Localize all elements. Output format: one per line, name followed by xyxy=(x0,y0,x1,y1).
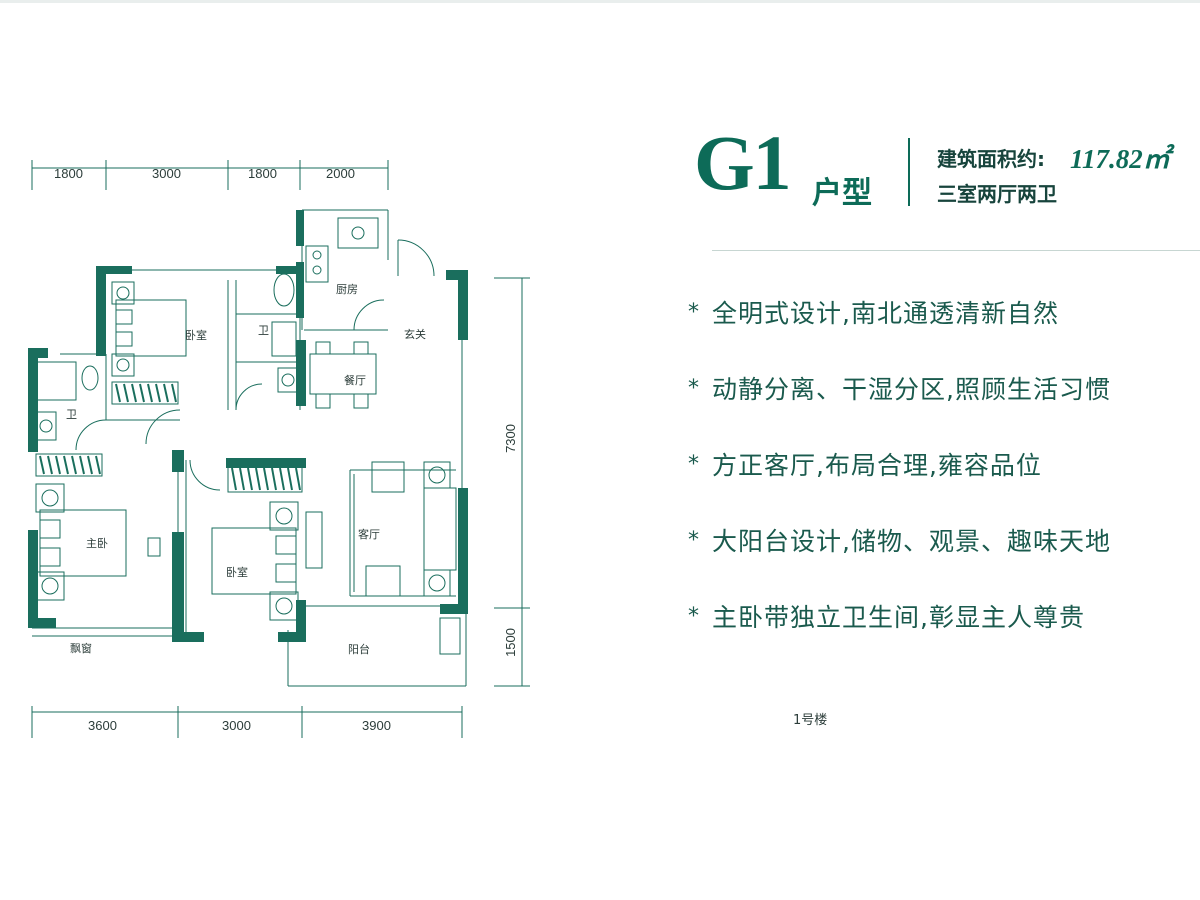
feature-list: * 全明式设计,南北通透清新自然 * 动静分离、干湿分区,照顾生活习惯 * 方正客厅,… xyxy=(688,286,1111,666)
feature-text: 主卧带独立卫生间,彰显主人尊贵 xyxy=(712,603,1085,632)
room-label-living: 客厅 xyxy=(358,528,380,541)
room-label-balcony: 阳台 xyxy=(348,643,370,656)
feature-item: * 动静分离、干湿分区,照顾生活习惯 xyxy=(688,362,1111,414)
room-label-bath-west: 卫 xyxy=(66,408,77,421)
dim-top-3: 1800 xyxy=(248,166,277,181)
feature-text: 大阳台设计,储物、观景、趣味天地 xyxy=(712,527,1111,556)
layout-label: 三室两厅两卫 xyxy=(937,182,1057,206)
feature-item: * 大阳台设计,储物、观景、趣味天地 xyxy=(688,514,1111,566)
unit-type-suffix: 户型 xyxy=(812,176,872,211)
feature-text: 全明式设计,南北通透清新自然 xyxy=(712,299,1059,328)
feature-item: * 主卧带独立卫生间,彰显主人尊贵 xyxy=(688,590,1111,642)
unit-code: G1 xyxy=(694,119,792,206)
dim-top-2: 3000 xyxy=(152,166,181,181)
feature-text: 方正客厅,布局合理,雍容品位 xyxy=(712,451,1042,480)
room-label-master-bedroom: 主卧 xyxy=(86,537,108,550)
dim-right-2: 1500 xyxy=(503,628,518,657)
feature-text: 动静分离、干湿分区,照顾生活习惯 xyxy=(712,375,1111,404)
bullet: * xyxy=(688,299,699,325)
bullet: * xyxy=(688,527,699,553)
room-label-bedroom-south: 卧室 xyxy=(226,566,248,579)
dim-top-1: 1800 xyxy=(54,166,83,181)
room-label-bath-north: 卫 xyxy=(258,324,269,337)
room-label-bedroom-north: 卧室 xyxy=(185,329,207,342)
room-label-bay-window: 飘窗 xyxy=(70,642,92,655)
top-border xyxy=(0,0,1200,3)
floor-plan: 1800 3000 1800 2000 3600 3000 3900 7300 … xyxy=(28,160,530,738)
area-label: 建筑面积约: xyxy=(937,147,1045,171)
room-label-entry: 玄关 xyxy=(404,328,426,341)
area-value: 117.82㎡ xyxy=(1070,144,1170,174)
bullet: * xyxy=(688,451,699,477)
dim-bottom-2: 3000 xyxy=(222,718,251,733)
bullet: * xyxy=(688,375,699,401)
feature-item: * 方正客厅,布局合理,雍容品位 xyxy=(688,438,1111,490)
dim-right-1: 7300 xyxy=(503,424,518,453)
dim-top-4: 2000 xyxy=(326,166,355,181)
building-label: 1号楼 xyxy=(793,713,828,728)
dim-bottom-1: 3600 xyxy=(88,718,117,733)
room-label-kitchen: 厨房 xyxy=(336,283,358,296)
floor-plan-drawing xyxy=(28,160,530,738)
title-separator xyxy=(908,138,910,206)
feature-item: * 全明式设计,南北通透清新自然 xyxy=(688,286,1111,338)
room-label-dining: 餐厅 xyxy=(344,374,366,387)
divider xyxy=(712,250,1200,251)
dim-bottom-3: 3900 xyxy=(362,718,391,733)
bullet: * xyxy=(688,603,699,629)
